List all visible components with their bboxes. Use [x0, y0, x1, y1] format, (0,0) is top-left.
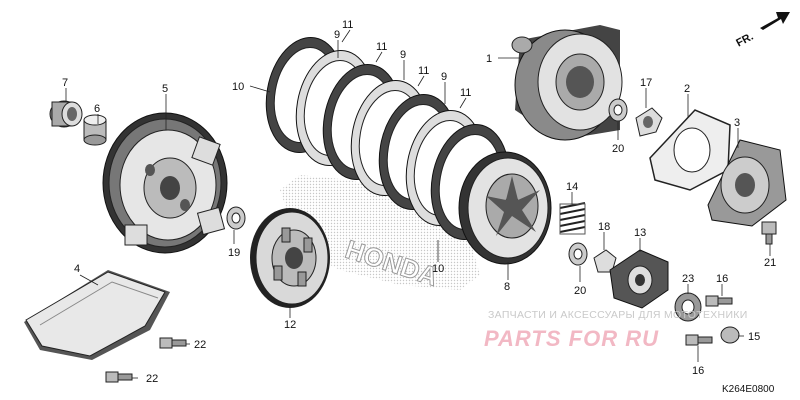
callout-12: 12 [284, 319, 296, 331]
part-bolt-16-lower [685, 334, 713, 346]
leader-lines [65, 29, 771, 379]
callout-15: 15 [748, 331, 760, 343]
callout-20b: 20 [574, 285, 586, 297]
callout-20a: 20 [612, 143, 624, 155]
diagram-code: K264E0800 [722, 384, 775, 395]
callout-16a: 16 [716, 273, 728, 285]
part-bolt-22-upper [159, 337, 187, 349]
callout-2: 2 [684, 83, 690, 95]
callout-3: 3 [734, 117, 740, 129]
part-gasket [649, 109, 731, 191]
part-clutch-outer [102, 112, 228, 254]
callout-11d: 11 [460, 87, 471, 99]
part-washer-20-lower [568, 242, 588, 266]
callout-10a: 10 [232, 81, 244, 93]
callout-19: 19 [228, 247, 240, 259]
part-bolt-22-lower [105, 371, 133, 383]
callout-9c: 9 [441, 71, 447, 83]
callout-18: 18 [598, 221, 610, 233]
part-bearing [674, 292, 702, 322]
callout-9b: 9 [400, 49, 406, 61]
callout-23: 23 [682, 273, 694, 285]
part-collar [49, 100, 83, 128]
front-arrow-icon [760, 12, 790, 30]
callout-8: 8 [504, 281, 510, 293]
part-clutch-cover [707, 139, 787, 227]
callout-11a: 11 [342, 19, 353, 31]
callout-7: 7 [62, 77, 68, 89]
callout-17: 17 [640, 77, 652, 89]
part-washer-19 [226, 206, 246, 230]
callout-16b: 16 [692, 365, 704, 377]
part-bushing [83, 114, 107, 146]
callout-labels: 1 2 3 4 5 6 7 8 9 9 9 10 10 11 11 11 11 … [62, 19, 776, 385]
callout-14: 14 [566, 181, 578, 193]
part-washer-20-upper [608, 98, 628, 122]
part-drive-drum [511, 25, 623, 141]
callout-9a: 9 [334, 29, 340, 41]
part-collar-18 [593, 249, 617, 273]
part-lifter-17 [635, 107, 663, 137]
watermark-text: ЗАПЧАСТИ И АКСЕССУАРЫ ДЛЯ МОТОТЕХНИКИ [488, 309, 748, 321]
callout-6: 6 [94, 103, 100, 115]
part-bolt-21 [761, 221, 777, 245]
callout-11b: 11 [376, 41, 387, 53]
part-spring [559, 202, 586, 235]
front-label: FR. [734, 31, 755, 50]
callout-22a: 22 [194, 339, 206, 351]
dotted-background-silhouette [280, 175, 480, 290]
callout-1: 1 [486, 53, 492, 65]
part-pressure-plate [458, 151, 552, 265]
part-clutch-center [250, 208, 330, 308]
callout-22b: 22 [146, 373, 158, 385]
part-plug-15 [720, 326, 740, 344]
callout-5: 5 [162, 83, 168, 95]
watermark-logo: PARTS FOR RU [484, 326, 659, 351]
callout-10b: 10 [432, 263, 444, 275]
part-lifter-plate [609, 249, 669, 309]
part-cover-plate [24, 270, 170, 360]
front-arrow-marker: FR. [734, 12, 790, 50]
callout-11c: 11 [418, 65, 429, 77]
callout-21: 21 [764, 257, 776, 269]
callout-13: 13 [634, 227, 646, 239]
part-bolt-16-upper [705, 295, 733, 307]
callout-4: 4 [74, 263, 80, 275]
